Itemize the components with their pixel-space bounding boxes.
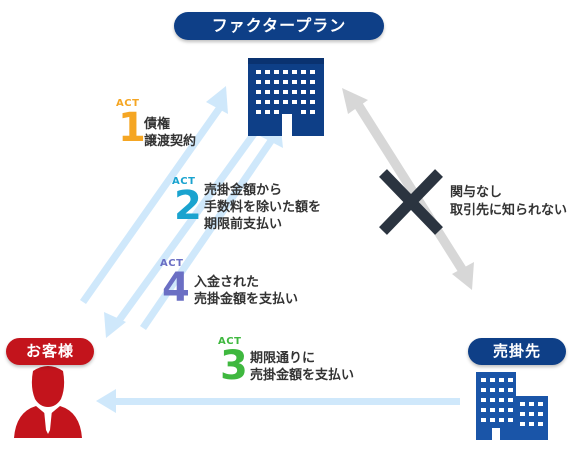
act1-line-2: 譲渡契約 — [144, 134, 197, 149]
act4-step: ACT 4 入金された 売掛金額を支払い — [160, 258, 330, 316]
act3-step: ACT 3 期限通りに 売掛金額を支払い — [218, 336, 388, 392]
customer-label: お客様 — [6, 338, 94, 365]
act1-line-1: 債権 — [144, 117, 171, 132]
act1-number: 1 — [118, 105, 146, 151]
act4-number: 4 — [162, 265, 190, 311]
act2-line-2: 手数料を除いた額を — [204, 200, 322, 215]
act4-line-2: 売掛金額を支払い — [194, 292, 299, 307]
act3-line-2: 売掛金額を支払い — [250, 368, 355, 383]
act2-arrow — [104, 122, 264, 338]
act2-description: 売掛金額から 手数料を除いた額を 期限前支払い — [204, 182, 321, 233]
act3-number: 3 — [220, 343, 248, 389]
buyer-label: 売掛先 — [468, 338, 566, 365]
customer-person-icon — [14, 366, 82, 438]
act1-step: ACT 1 債権 譲渡契約 — [116, 98, 226, 158]
note-line-2: 取引先に知られない — [450, 203, 568, 218]
act2-line-3: 期限前支払い — [204, 217, 283, 232]
act4-line-1: 入金された — [194, 275, 260, 290]
no-involvement-note: 関与なし 取引先に知られない — [450, 184, 567, 220]
note-line-1: 関与なし — [450, 185, 503, 200]
act2-step: ACT 2 売掛金額から 手数料を除いた額を 期限前支払い — [172, 176, 362, 238]
act2-line-1: 売掛金額から — [204, 183, 283, 198]
act3-line-1: 期限通りに — [250, 351, 316, 366]
act2-number: 2 — [174, 183, 202, 229]
act4-tag: ACT — [160, 258, 184, 269]
buyer-building-icon — [476, 372, 548, 440]
act1-description: 債権 譲渡契約 — [144, 116, 196, 150]
act2-tag: ACT — [172, 176, 196, 187]
act3-description: 期限通りに 売掛金額を支払い — [250, 350, 354, 384]
factor-building-icon — [248, 58, 324, 136]
act3-tag: ACT — [218, 336, 242, 347]
act1-arrow — [80, 86, 228, 304]
act3-arrow — [96, 389, 460, 413]
act4-description: 入金された 売掛金額を支払い — [194, 274, 298, 308]
act1-tag: ACT — [116, 98, 140, 109]
cross-icon — [379, 169, 443, 235]
factor-plan-label: ファクタープラン — [174, 12, 384, 40]
